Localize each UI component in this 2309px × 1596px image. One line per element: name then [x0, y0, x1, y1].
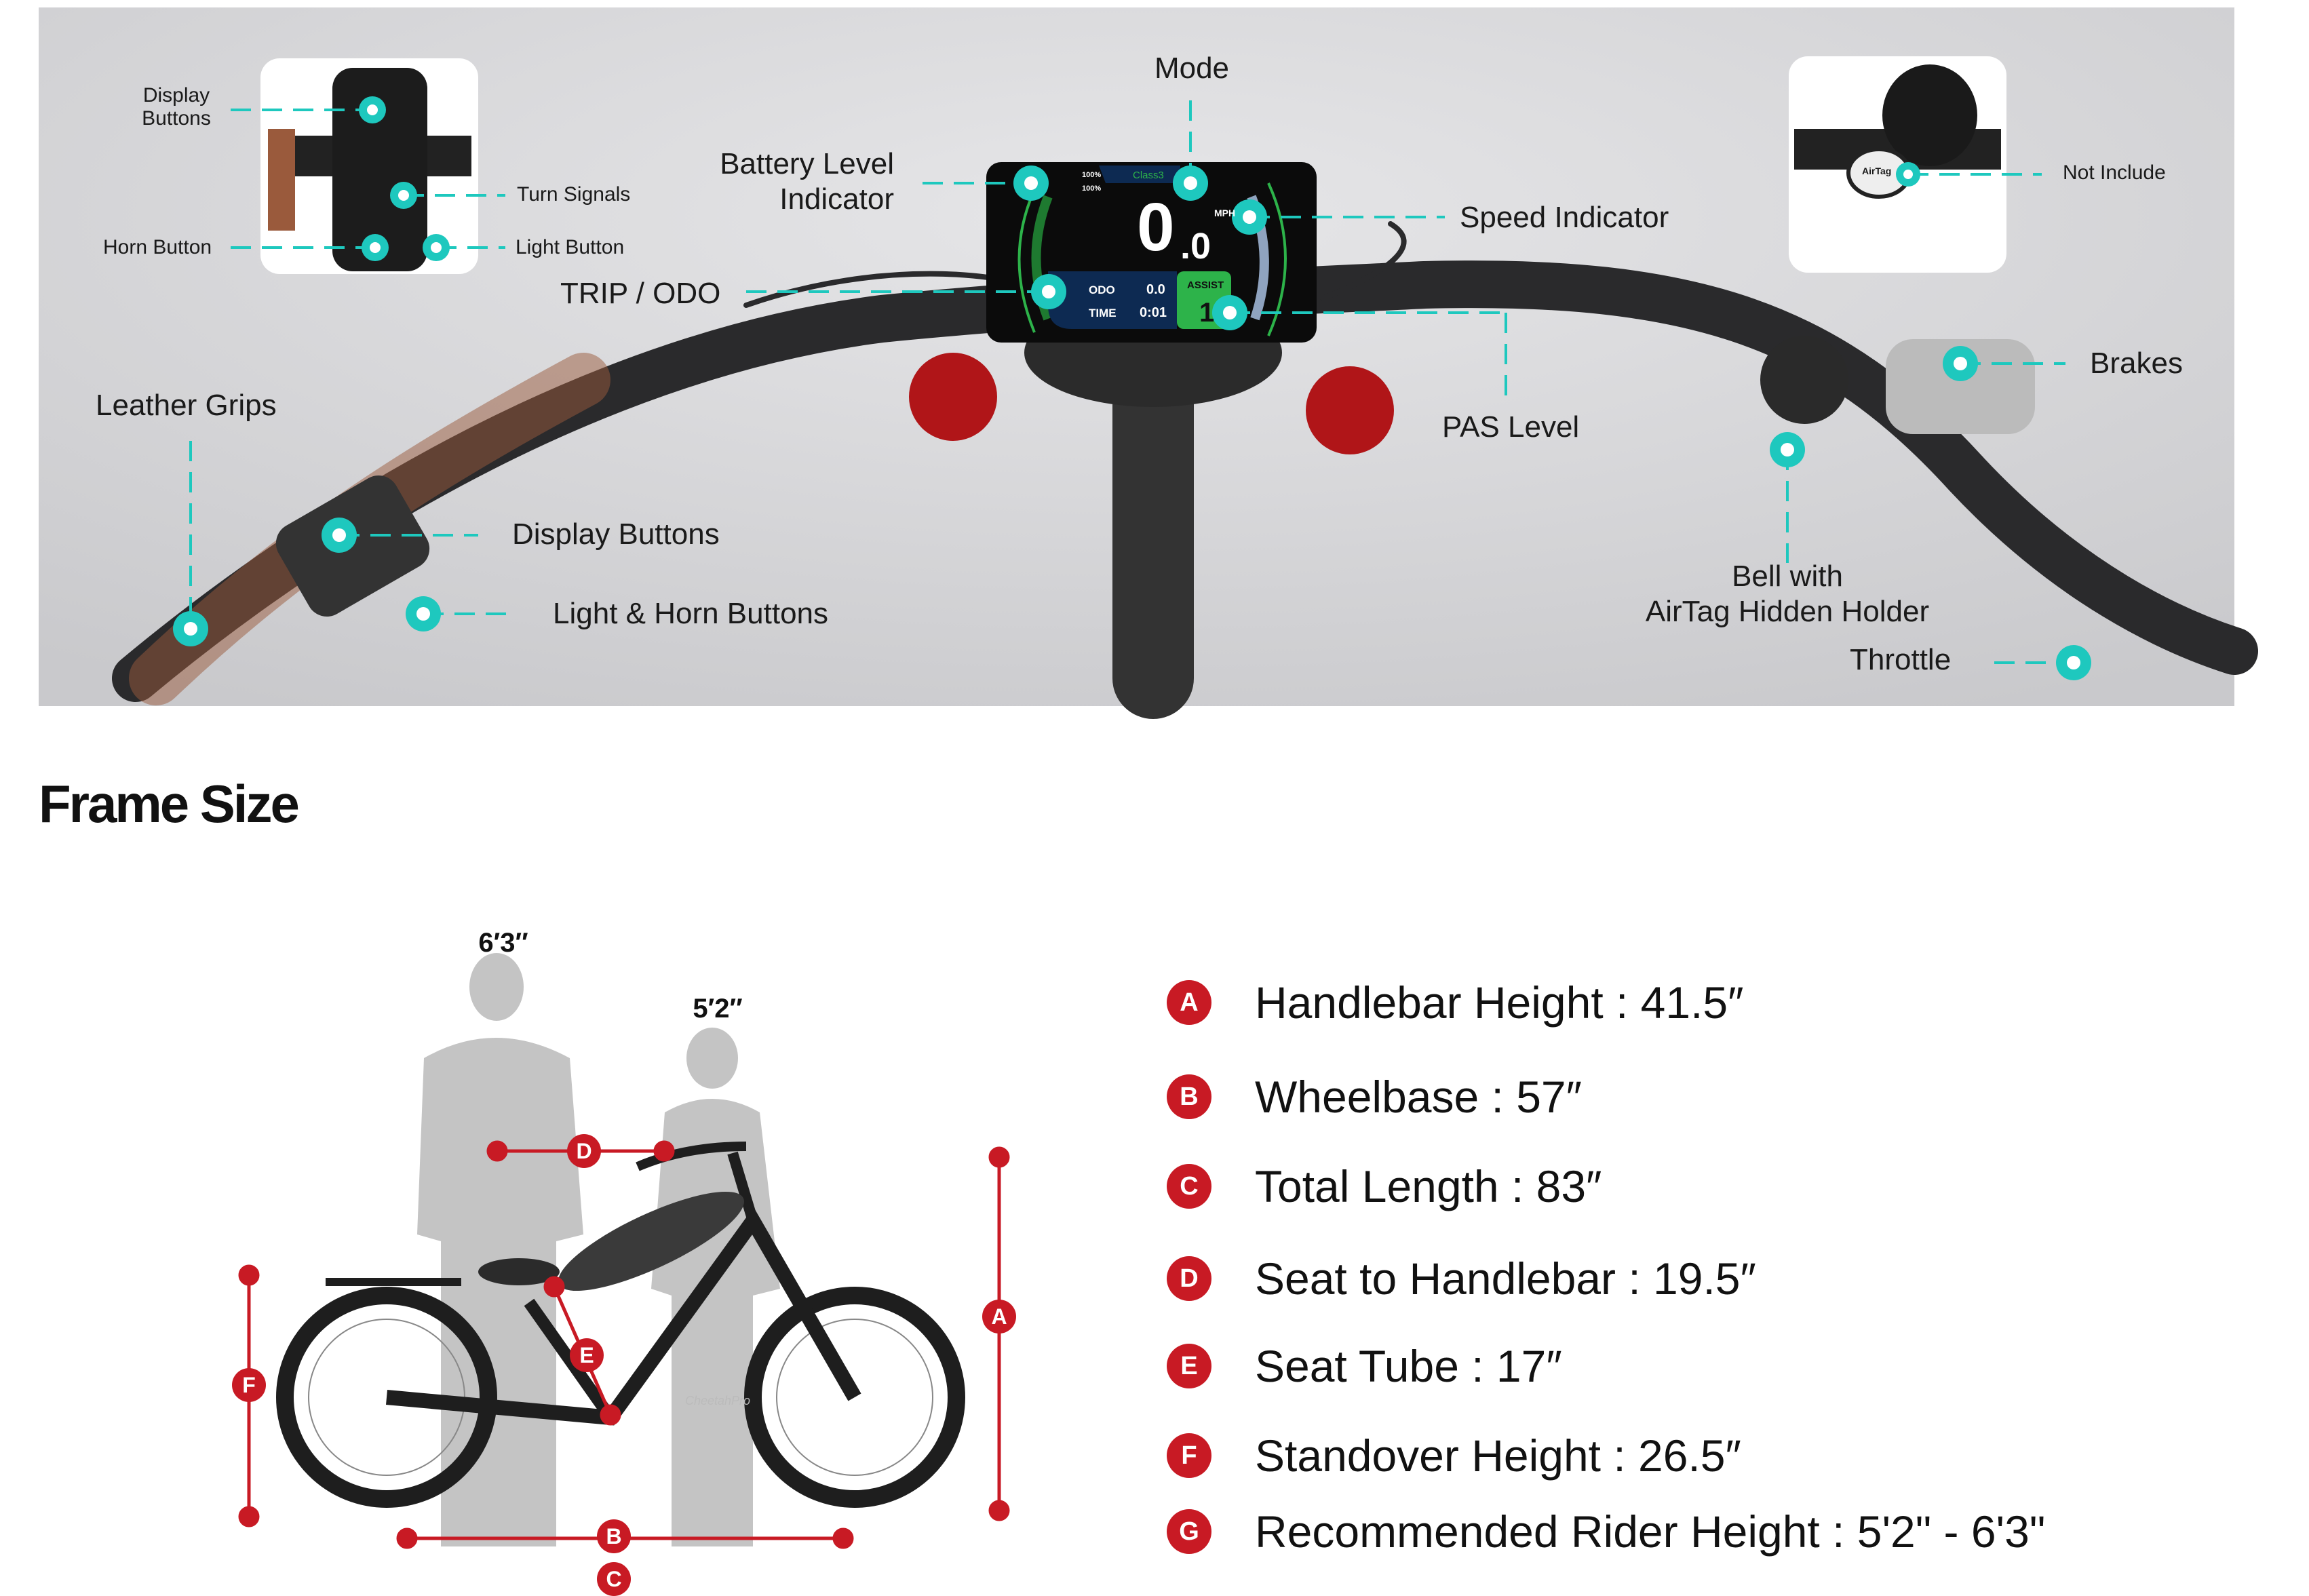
time-value: 0:01 [1140, 305, 1167, 320]
label-display-buttons: Display Buttons [512, 518, 720, 551]
spec-text: Handlebar Height : 41.5″ [1255, 977, 1744, 1028]
spec-item: A Handlebar Height : 41.5″ [1167, 977, 1744, 1028]
label-light-button: Light Button [516, 236, 625, 258]
dot-throttle [2056, 645, 2091, 680]
dimension-lines [238, 1140, 1010, 1549]
mode-indicator: Class3 [1133, 170, 1164, 181]
speed-decimal: .0 [1180, 226, 1211, 267]
battery-1: 100% [1082, 171, 1102, 179]
dot-mode [1173, 166, 1208, 201]
label-leather-grips: Leather Grips [96, 389, 277, 422]
label-line: Bell with [1732, 560, 1843, 593]
spec-badge: F [1167, 1433, 1211, 1478]
label-line: Display [142, 84, 210, 106]
label-speed-indicator: Speed Indicator [1460, 201, 1669, 234]
artwork [39, 7, 2258, 1549]
dot-display-buttons-small [359, 96, 386, 123]
spec-badge: G [1167, 1509, 1211, 1554]
label-not-include: Not Include [2063, 161, 2166, 184]
dot-brakes [1943, 346, 1978, 381]
spec-text: Seat Tube : 17″ [1255, 1341, 1562, 1391]
dot-display-buttons [322, 518, 357, 553]
label-line: Indicator [779, 182, 894, 216]
spec-item: C Total Length : 83″ [1167, 1161, 1602, 1212]
airtag-text: AirTag [1862, 166, 1892, 176]
spec-item: G Recommended Rider Height : 5'2" - 6'3" [1167, 1506, 2045, 1557]
dot-bell [1770, 432, 1805, 467]
label-line: Buttons [142, 107, 211, 130]
spec-item: B Wheelbase : 57″ [1167, 1071, 1582, 1123]
marker-b: B [597, 1519, 631, 1553]
bike-brand: CheetahPro [685, 1394, 751, 1407]
marker-c: C [597, 1562, 631, 1596]
odo-label: ODO [1089, 284, 1115, 296]
dot-not-include [1896, 162, 1920, 187]
speed-integer: 0 [1137, 189, 1175, 265]
dot-turn-signals [390, 182, 417, 209]
bell [1760, 336, 1848, 424]
callout-dots [173, 96, 2091, 680]
dot-leather-grips [173, 611, 208, 646]
label-brakes: Brakes [2090, 347, 2183, 380]
spec-text: Wheelbase : 57″ [1255, 1072, 1582, 1122]
dot-horn-button [362, 234, 389, 261]
marker-e: E [570, 1338, 604, 1372]
label-trip-odo: TRIP / ODO [560, 277, 721, 310]
spec-text: Seat to Handlebar : 19.5″ [1255, 1253, 1756, 1304]
spec-badge: E [1167, 1344, 1211, 1388]
label-turn-signals: Turn Signals [517, 183, 631, 206]
short-rider-height: 5′2″ [693, 994, 743, 1024]
spec-badge: B [1167, 1074, 1211, 1119]
assist-label: ASSIST [1187, 279, 1224, 291]
label-line: Battery Level [720, 147, 894, 180]
spec-badge: D [1167, 1256, 1211, 1301]
label-mode: Mode [1154, 52, 1230, 85]
dot-light-button [423, 234, 450, 261]
label-light-horn-buttons: Light & Horn Buttons [553, 597, 829, 630]
dot-pas [1212, 295, 1247, 330]
spec-item: D Seat to Handlebar : 19.5″ [1167, 1253, 1756, 1304]
spec-text: Total Length : 83″ [1255, 1161, 1602, 1211]
dot-speed [1232, 199, 1267, 235]
marker-a: A [982, 1300, 1016, 1334]
odo-value: 0.0 [1146, 282, 1165, 297]
marker-d: D [567, 1134, 601, 1168]
spec-text: Recommended Rider Height : 5'2" - 6'3" [1255, 1506, 2046, 1557]
spec-item: F Standover Height : 26.5″ [1167, 1430, 1741, 1481]
spec-text: Standover Height : 26.5″ [1255, 1430, 1741, 1481]
label-line: AirTag Hidden Holder [1645, 595, 1930, 628]
spec-badge: C [1167, 1164, 1211, 1209]
bike [276, 1142, 965, 1508]
dot-light-horn [406, 596, 441, 631]
dot-battery [1013, 166, 1049, 201]
tall-rider-height: 6′3″ [478, 928, 528, 958]
marker-f: F [232, 1368, 266, 1402]
left-red-knob [909, 353, 997, 441]
speed-unit: MPH [1214, 208, 1236, 218]
time-label: TIME [1089, 307, 1117, 319]
label-pas-level: PAS Level [1442, 410, 1580, 444]
spec-badge: A [1167, 980, 1211, 1025]
label-throttle: Throttle [1850, 643, 1952, 676]
label-horn-button: Horn Button [103, 236, 212, 258]
battery-2: 100% [1082, 184, 1102, 193]
right-red-knob [1306, 366, 1394, 454]
assist-value: 1 [1199, 298, 1215, 328]
spec-item: E Seat Tube : 17″ [1167, 1340, 1562, 1392]
section-title: Frame Size [39, 774, 300, 834]
dot-trip-odo [1031, 274, 1066, 309]
